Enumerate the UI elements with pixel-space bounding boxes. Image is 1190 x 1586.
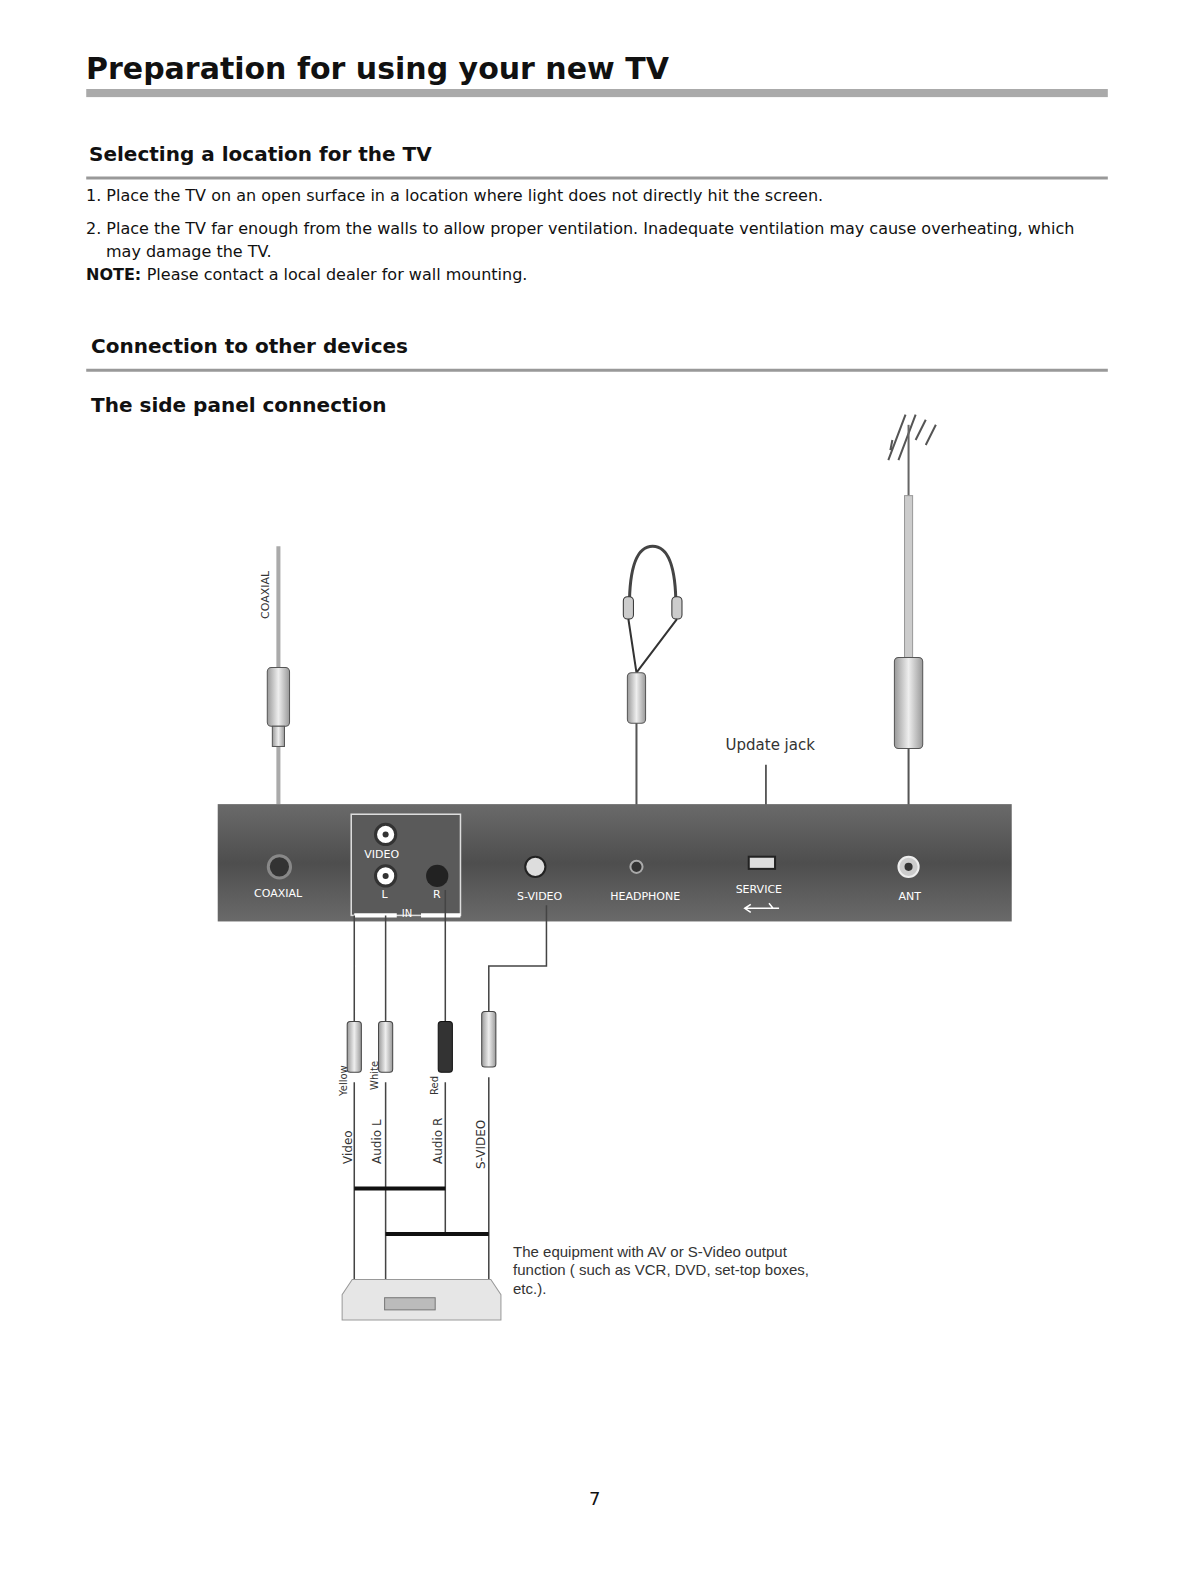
instruction: 1. Place the TV on an open surface in a … [86, 186, 1108, 205]
note-label: NOTE: [86, 265, 141, 284]
wire-color: Red [429, 1076, 441, 1095]
callout-label: Update jack [726, 736, 815, 754]
wire-color: White [369, 1061, 381, 1090]
device-note: The equipment with AV or S-Video output … [513, 1243, 817, 1299]
wire-color: Yellow [338, 1065, 350, 1096]
section-heading: Connection to other devices [91, 334, 408, 358]
port-label: SERVICE [736, 883, 782, 896]
instruction: 2. Place the TV far enough from the wall… [86, 217, 1108, 263]
signal-name: Audio R [431, 1117, 445, 1163]
port-label: R [433, 888, 441, 901]
cable-label: COAXIAL [259, 571, 272, 619]
port-label: L [381, 888, 387, 901]
note-text: Please contact a local dealer for wall m… [147, 265, 528, 284]
port-label: HEADPHONE [610, 890, 680, 903]
port-label: VIDEO [364, 848, 399, 861]
signal-name: S-VIDEO [474, 1119, 488, 1168]
page-title: Preparation for using your new TV [86, 51, 669, 87]
signal-name: Audio L [370, 1119, 384, 1164]
port-label: ANT [899, 890, 921, 903]
port-label: IN [402, 908, 412, 920]
page-number: 7 [589, 1488, 600, 1510]
section-heading: The side panel connection [91, 393, 386, 417]
section-heading: Selecting a location for the TV [89, 142, 432, 166]
port-label: COAXIAL [254, 887, 302, 900]
port-label: S-VIDEO [517, 890, 562, 903]
signal-name: Video [341, 1130, 355, 1164]
